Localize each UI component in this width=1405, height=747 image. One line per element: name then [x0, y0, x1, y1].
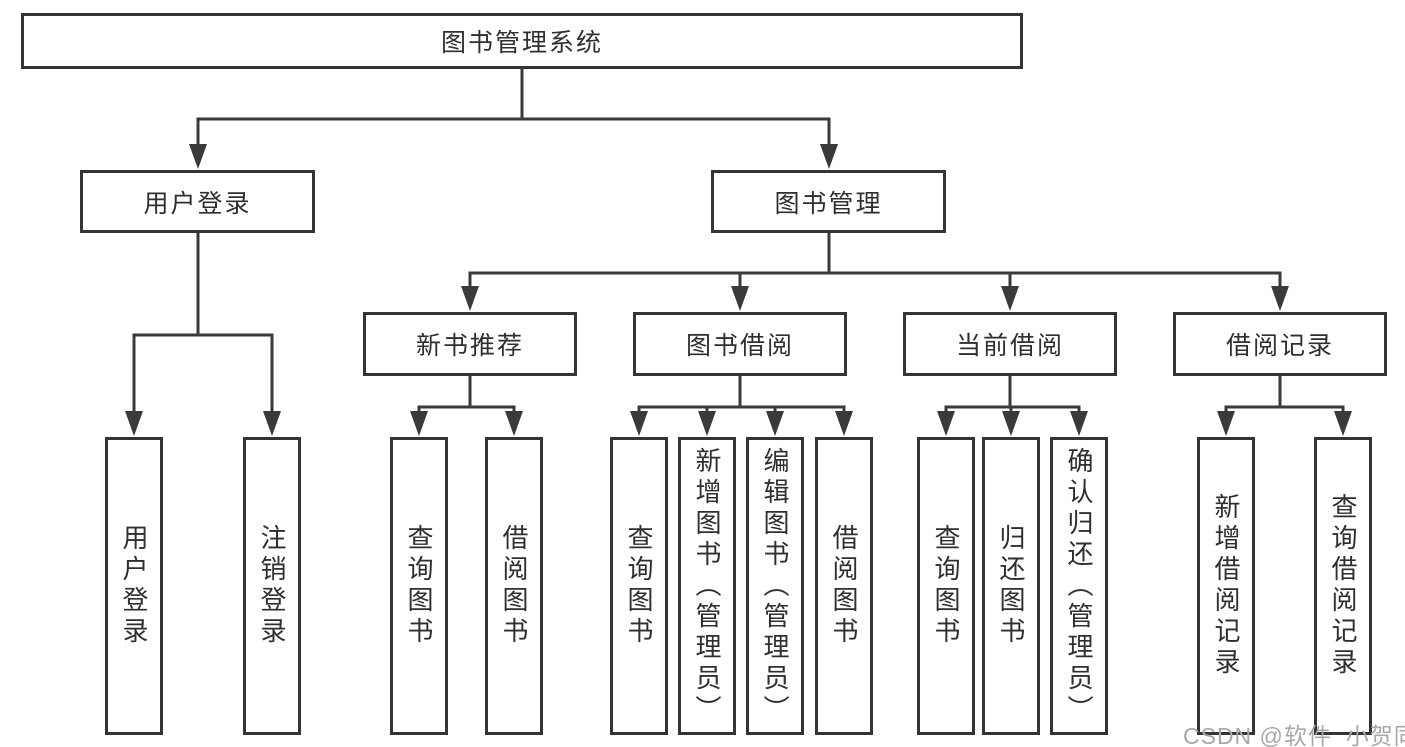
- node-label: 用户登录: [143, 189, 252, 218]
- node-label: 借阅图书: [499, 524, 529, 648]
- node-label: 查询图书: [404, 524, 434, 648]
- leaf-borrow-book: 借阅图书: [815, 437, 873, 735]
- node-book-management: 图书管理: [711, 170, 946, 233]
- node-label: 借阅记录: [1225, 332, 1334, 360]
- node-label: 查询图书: [931, 524, 961, 648]
- node-book-borrow: 图书借阅: [633, 312, 847, 376]
- node-label: 图书管理系统: [440, 29, 603, 57]
- leaf-borrow-book-recommend: 借阅图书: [485, 437, 543, 735]
- leaf-query-books-borrow: 查询图书: [610, 437, 668, 735]
- connector-lines: [132, 69, 1345, 413]
- leaf-logout: 注销登录: [243, 437, 301, 735]
- node-label: 新书推荐: [415, 332, 524, 360]
- node-library-management-system: 图书管理系统: [21, 13, 1023, 69]
- node-label: 注销登录: [257, 524, 287, 648]
- leaf-return-book: 归还图书: [982, 437, 1040, 735]
- node-label: 图书借阅: [685, 332, 794, 360]
- node-borrow-records: 借阅记录: [1173, 312, 1387, 376]
- leaf-confirm-return-admin: 确认归还（管理员）: [1050, 437, 1108, 735]
- leaf-query-books-recommend: 查询图书: [390, 437, 448, 735]
- node-label: 当前借阅: [955, 332, 1064, 360]
- node-label: 借阅图书: [829, 524, 859, 648]
- node-label: 确认归还（管理员）: [1064, 446, 1094, 726]
- node-label: 归还图书: [996, 524, 1026, 648]
- node-current-borrow: 当前借阅: [903, 312, 1117, 376]
- node-user-login: 用户登录: [80, 170, 315, 233]
- node-label: 用户登录: [119, 524, 149, 648]
- arrowhead-icons: [125, 144, 1352, 436]
- leaf-query-books-current: 查询图书: [917, 437, 975, 735]
- node-label: 查询图书: [624, 524, 654, 648]
- watermark: CSDN @软件_小贺同学: [1183, 723, 1405, 747]
- leaf-add-book-admin: 新增图书（管理员）: [678, 437, 736, 735]
- node-label: 新增借阅记录: [1211, 493, 1241, 679]
- node-label: 新增图书（管理员）: [692, 446, 722, 726]
- node-label: 查询借阅记录: [1328, 493, 1358, 679]
- node-label: 编辑图书（管理员）: [760, 446, 790, 726]
- leaf-add-borrow-record: 新增借阅记录: [1197, 437, 1255, 735]
- leaf-edit-book-admin: 编辑图书（管理员）: [746, 437, 804, 735]
- leaf-user-login: 用户登录: [105, 437, 163, 735]
- node-label: 图书管理: [774, 189, 883, 218]
- node-new-book-recommend: 新书推荐: [363, 312, 577, 376]
- leaf-query-borrow-record: 查询借阅记录: [1314, 437, 1372, 735]
